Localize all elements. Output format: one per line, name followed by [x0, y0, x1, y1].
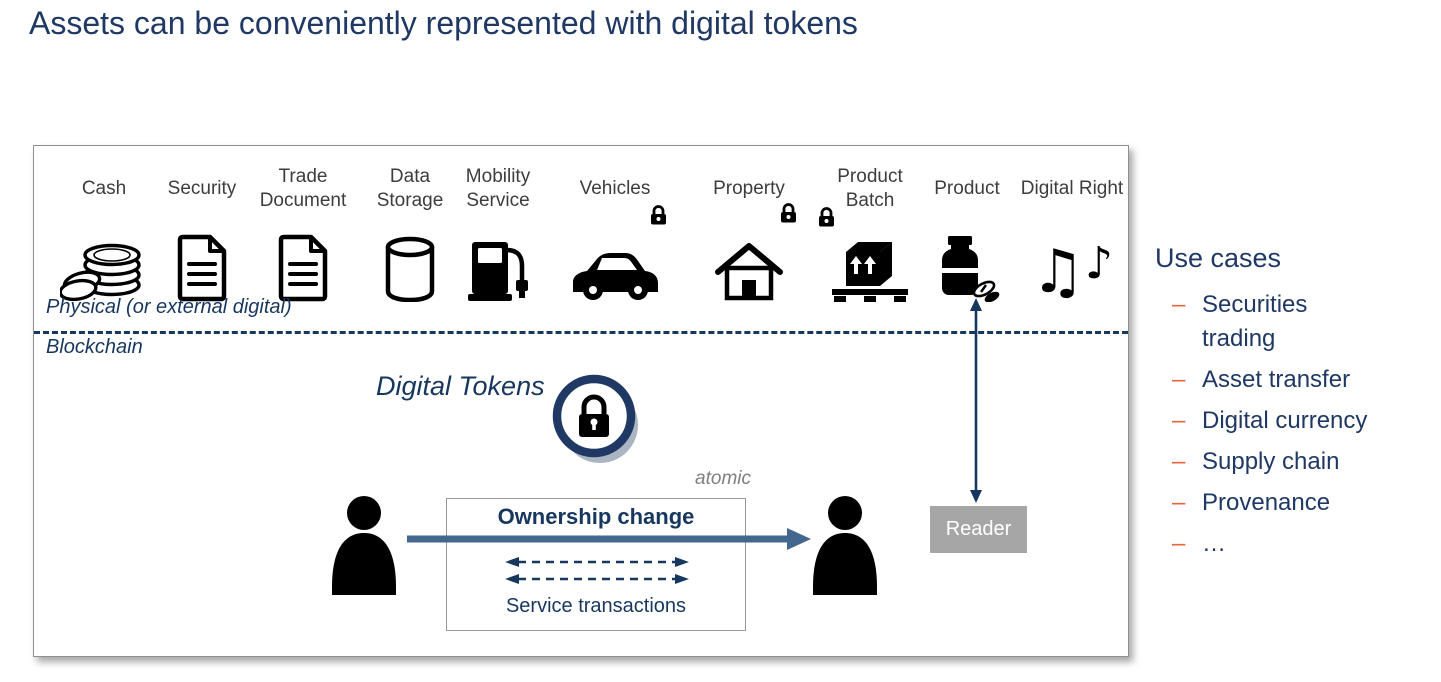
asset-label: Vehicles: [579, 178, 651, 200]
database-icon: [385, 236, 435, 302]
digital-tokens-label: Digital Tokens: [376, 371, 545, 401]
lock-icon: [651, 205, 666, 225]
reader-box: Reader: [930, 506, 1027, 553]
sender-person-icon: [332, 496, 396, 595]
asset-label: Security: [167, 178, 237, 200]
use-case-text: …: [1202, 530, 1226, 557]
fuel-pump-icon: [468, 242, 528, 301]
pallet-box-icon: [832, 242, 908, 302]
asset-col-mobility-service: Mobility Service: [443, 160, 553, 302]
digital-tokens-lock-badge: [552, 374, 638, 463]
asset-col-trade-document: Trade Document: [248, 160, 358, 302]
ownership-change-box: Ownership change Service transactions: [446, 498, 746, 631]
service-transactions-label: Service transactions: [505, 595, 687, 617]
assets-panel: Cash Security: [33, 145, 1129, 657]
asset-col-security: Security: [147, 160, 257, 302]
asset-col-digital-right: Digital Right ♫ ♪: [1017, 160, 1127, 302]
house-icon: [715, 243, 783, 301]
asset-col-property: Property: [694, 160, 804, 302]
use-case-item: – …: [1172, 527, 1380, 561]
asset-label: Product: [934, 178, 1000, 200]
use-cases-heading: Use cases: [1155, 243, 1282, 273]
dashed-double-arrow-icon: [505, 574, 689, 584]
use-case-bullet: –: [1172, 291, 1186, 318]
asset-label: Digital Right: [1020, 178, 1124, 200]
use-case-item: – Securities trading: [1172, 288, 1380, 356]
car-icon: [573, 253, 658, 300]
asset-col-vehicles: Vehicles: [560, 160, 670, 302]
medicine-bottle-icon: [942, 236, 1000, 302]
use-case-bullet: –: [1172, 366, 1186, 393]
document-icon: [278, 234, 328, 302]
use-case-text: Digital currency: [1202, 407, 1368, 434]
use-case-bullet: –: [1172, 530, 1186, 557]
use-case-item: – Digital currency: [1172, 404, 1380, 438]
use-case-text: Supply chain: [1202, 448, 1340, 475]
use-case-text: Securities trading: [1202, 291, 1308, 352]
use-case-text: Provenance: [1202, 489, 1331, 516]
blockchain-divider: [34, 331, 1128, 334]
ownership-arrow: [407, 528, 811, 550]
use-case-bullet: –: [1172, 448, 1186, 475]
use-case-text: Asset transfer: [1202, 366, 1351, 393]
slide-title: Assets can be conveniently represented w…: [29, 5, 858, 41]
document-icon: [177, 234, 227, 302]
use-case-item: – Supply chain: [1172, 445, 1380, 479]
asset-col-product: Product: [912, 160, 1022, 302]
physical-layer-label: Physical (or external digital): [46, 296, 292, 318]
asset-label: Trade Document: [259, 166, 347, 211]
asset-label: Mobility Service: [465, 166, 531, 211]
dashed-double-arrow-icon: [505, 557, 689, 567]
coins-icon: [60, 243, 141, 302]
ownership-change-label: Ownership change: [497, 504, 695, 529]
use-case-item: – Provenance: [1172, 486, 1380, 520]
asset-label: Cash: [81, 178, 127, 200]
asset-label: Product Batch: [837, 166, 903, 211]
blockchain-layer-label: Blockchain: [46, 336, 143, 358]
atomic-label: atomic: [695, 468, 751, 489]
use-case-bullet: –: [1172, 407, 1186, 434]
asset-label: Data Storage: [376, 166, 444, 211]
asset-label: Property: [713, 178, 785, 200]
receiver-person-icon: [813, 496, 877, 595]
lock-icon: [781, 203, 796, 223]
use-cases-list: – Securities trading – Asset transfer – …: [1172, 288, 1380, 568]
asset-col-data-storage: Data Storage: [355, 160, 465, 302]
reader-label: Reader: [945, 518, 1012, 540]
use-case-bullet: –: [1172, 489, 1186, 516]
asset-col-cash: Cash: [49, 160, 159, 302]
use-case-item: – Asset transfer: [1172, 363, 1380, 397]
lock-icon: [819, 207, 834, 227]
asset-col-product-batch: Product Batch: [815, 160, 925, 302]
reader-product-arrow: [970, 298, 982, 503]
music-notes-icon: ♫ ♪: [1031, 237, 1113, 307]
